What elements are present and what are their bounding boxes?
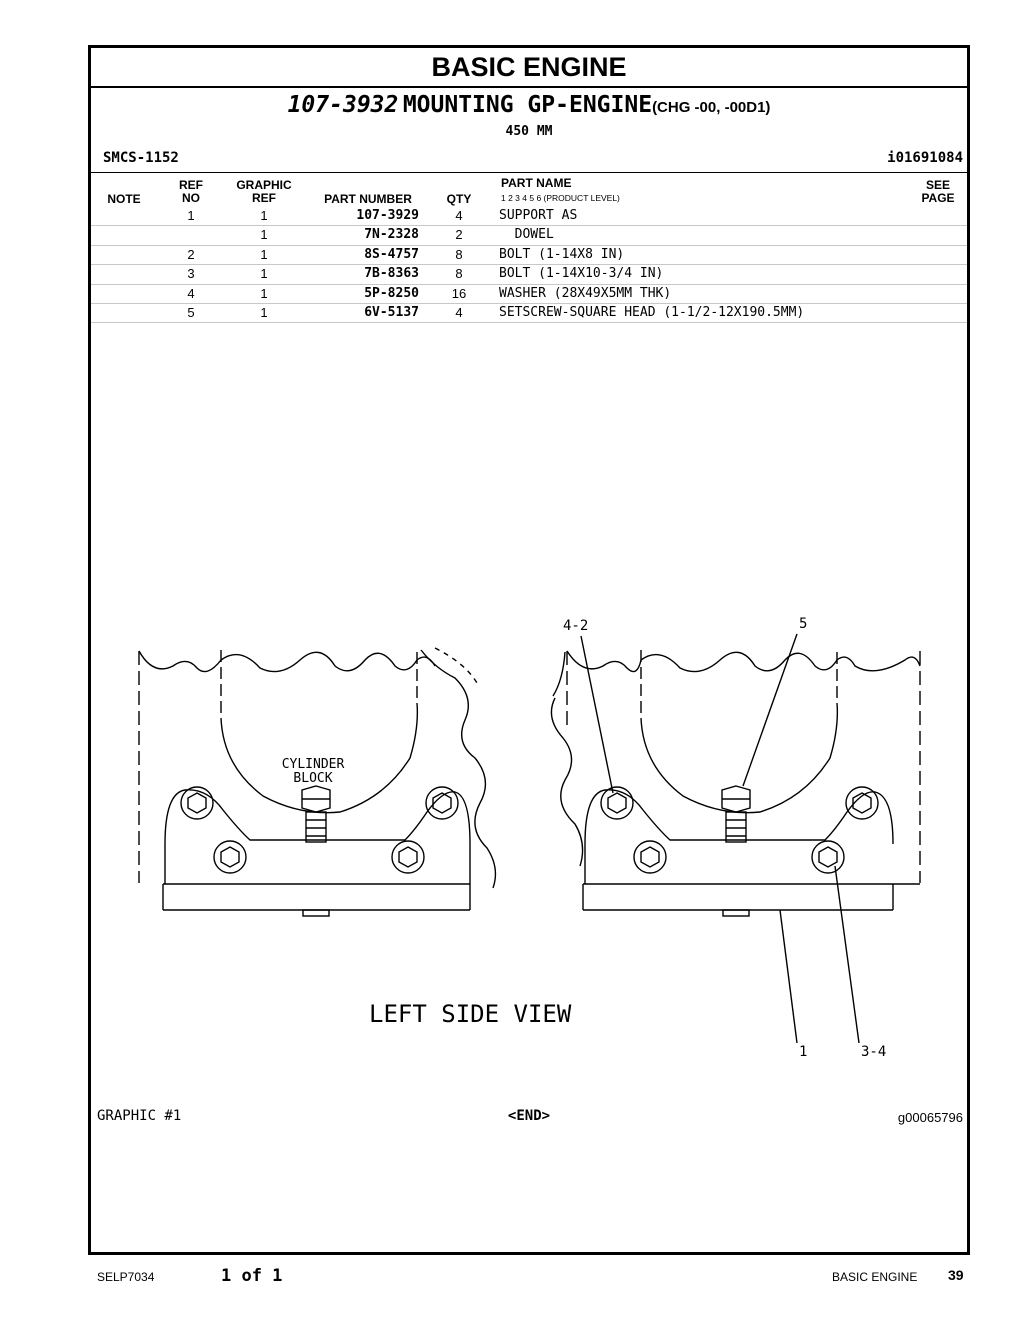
group-title: 107-3932 MOUNTING GP-ENGINE(CHG -00, -00… (91, 92, 967, 118)
left-bolts (180, 785, 459, 874)
section-title-bar: BASIC ENGINE (91, 48, 967, 88)
part-name: SETSCREW-SQUARE HEAD (1-1/2-12X190.5MM) (499, 304, 805, 320)
table-row: 1 1 107-3929 4 SUPPORT AS (91, 207, 967, 227)
header-see-page: SEE PAGE (911, 179, 965, 205)
header-see-page-line1: SEE (925, 178, 950, 192)
part-number: 6V-5137 (364, 304, 419, 320)
quantity: 4 (455, 208, 463, 223)
quantity: 8 (455, 246, 463, 262)
quantity: 2 (455, 227, 463, 243)
end-marker: <END> (507, 1108, 551, 1124)
graphic-ref: 1 (260, 266, 268, 282)
header-qty: QTY (446, 192, 472, 206)
graphic-ref: 1 (260, 246, 268, 262)
table-row: 1 7N-2328 2 DOWEL (91, 226, 967, 246)
group-name: MOUNTING GP-ENGINE (402, 92, 653, 118)
table-row: 5 1 6V-5137 4 SETSCREW-SQUARE HEAD (1-1/… (91, 304, 967, 324)
view-label-layer: LEFT SIDE VIEW (369, 1000, 572, 1028)
table-row: 3 1 7B-8363 8 BOLT (1-14X10-3/4 IN) (91, 265, 967, 285)
callout-5: 5 (799, 616, 807, 632)
header-part-number: PART NUMBER (324, 192, 412, 206)
left-view (138, 647, 497, 917)
part-name: BOLT (1-14X8 IN) (499, 246, 625, 262)
table-row: 2 1 8S-4757 8 BOLT (1-14X8 IN) (91, 246, 967, 266)
group-subtitle: 450 MM (505, 124, 553, 139)
part-name: DOWEL (499, 227, 554, 243)
footer-doc-number: SELP7034 (97, 1270, 155, 1284)
part-number: 7N-2328 (364, 227, 419, 243)
engine-mounting-illustration: CYLINDER BLOCK 4-2 5 1 3-4 (138, 616, 921, 1060)
ref-no: 1 (187, 208, 195, 223)
group-number: 107-3932 (287, 92, 399, 118)
cylinder-block-label-line1: CYLINDER (282, 757, 345, 772)
header-ref-no-line2: NO (182, 191, 200, 205)
footer-page-number: 39 (948, 1267, 964, 1283)
table-row: 4 1 5P-8250 16 WASHER (28X49X5MM THK) (91, 285, 967, 304)
part-number: 8S-4757 (364, 246, 419, 262)
graphic-id: g00065796 (897, 1110, 963, 1125)
graphic-ref: 1 (260, 208, 268, 223)
view-label: LEFT SIDE VIEW (369, 1000, 572, 1028)
part-name: BOLT (1-14X10-3/4 IN) (499, 266, 664, 282)
part-name: WASHER (28X49X5MM THK) (499, 285, 672, 301)
quantity: 4 (455, 304, 463, 320)
header-part-name: PART NAME (501, 176, 572, 190)
graphic-ref: 1 (260, 304, 268, 320)
callout-leaders (580, 633, 860, 1044)
illustration-id: i01691084 (887, 150, 963, 166)
ref-no: 2 (187, 246, 195, 262)
quantity: 16 (451, 285, 467, 301)
header-rule (91, 172, 967, 173)
ref-no: 5 (187, 304, 195, 320)
cylinder-block-label-line2: BLOCK (293, 771, 332, 786)
part-number: 7B-8363 (364, 266, 419, 282)
header-see-page-line2: PAGE (921, 191, 955, 205)
quantity: 8 (455, 266, 463, 282)
header-product-level: 1 2 3 4 5 6 (PRODUCT LEVEL) (501, 193, 620, 203)
header-ref-no-line1: REF (179, 178, 203, 192)
header-graphic-ref-line1: GRAPHIC (236, 178, 292, 192)
part-name: SUPPORT AS (499, 208, 578, 223)
page-frame: BASIC ENGINE 107-3932 MOUNTING GP-ENGINE… (88, 45, 970, 1255)
graphic-ref: 1 (260, 227, 268, 243)
parts-table: 1 1 107-3929 4 SUPPORT AS 1 7N-2328 2 DO… (91, 207, 967, 324)
header-note: NOTE (107, 192, 141, 206)
right-view (550, 650, 921, 917)
ref-no: 4 (187, 285, 195, 301)
graphic-ref: 1 (260, 285, 268, 301)
callout-3-4: 3-4 (861, 1044, 886, 1060)
header-graphic-ref-line2: REF (252, 191, 276, 205)
ref-no: 3 (187, 266, 195, 282)
header-graphic-ref: GRAPHIC REF (229, 179, 299, 205)
footer-section: BASIC ENGINE (832, 1270, 918, 1284)
smcs-code: SMCS-1152 (103, 150, 179, 166)
right-bolts (600, 785, 879, 874)
group-change-level: (CHG -00, -00D1) (652, 99, 771, 116)
graphic-number: GRAPHIC #1 (97, 1108, 182, 1124)
callout-4-2: 4-2 (563, 618, 588, 634)
footer-page-of: 1 of 1 (221, 1266, 283, 1286)
header-ref-no: REF NO (173, 179, 209, 205)
callout-1: 1 (799, 1044, 807, 1060)
part-number: 107-3929 (356, 208, 419, 223)
section-title: BASIC ENGINE (431, 52, 627, 82)
part-number: 5P-8250 (364, 285, 419, 301)
